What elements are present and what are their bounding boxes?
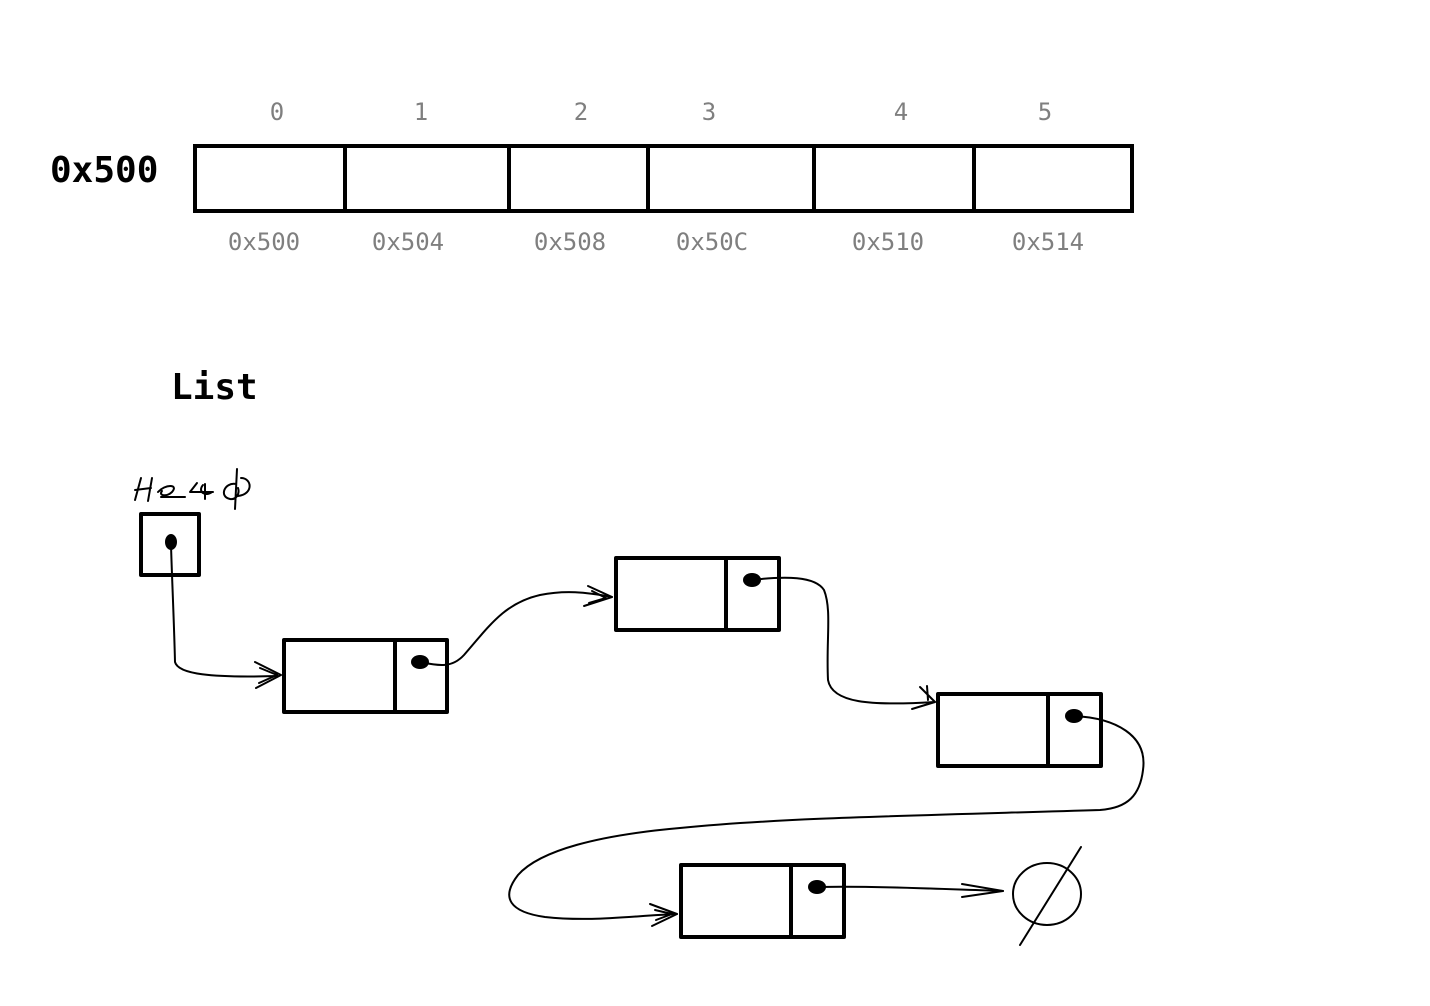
arrow-node-1-to-node-2	[419, 585, 613, 666]
list-node-1	[282, 638, 449, 714]
array-cell-1	[347, 148, 511, 209]
array-cell-0	[197, 148, 347, 209]
array-cell-4	[816, 148, 976, 209]
head-pointer-box	[139, 512, 201, 577]
array-cell-2	[511, 148, 650, 209]
index-label-3: 3	[701, 98, 717, 126]
address-label-4: 0x510	[851, 228, 925, 256]
arrow-node-3-to-node-4	[508, 715, 1145, 927]
list-node-2	[614, 556, 781, 632]
index-label-2: 2	[573, 98, 589, 126]
address-label-3: 0x50C	[675, 228, 749, 256]
address-label-0: 0x500	[227, 228, 301, 256]
index-label-5: 5	[1037, 98, 1053, 126]
index-label-4: 4	[893, 98, 909, 126]
array-cell-3	[650, 148, 816, 209]
arrow-node-2-to-node-3	[751, 576, 936, 710]
index-label-1: 1	[413, 98, 429, 126]
array-base-label: 0x500	[50, 150, 159, 191]
head-pointer-dot	[165, 534, 177, 550]
arrow-node-4-to-null	[816, 883, 1004, 898]
address-label-1: 0x504	[371, 228, 445, 256]
address-label-5: 0x514	[1011, 228, 1085, 256]
list-node-4	[679, 863, 846, 939]
list-title: List	[171, 367, 258, 408]
head-handwritten-label	[134, 468, 251, 510]
array-box	[193, 144, 1134, 213]
arrow-head-to-node-1	[170, 544, 282, 689]
null-icon	[1012, 846, 1082, 946]
address-label-2: 0x508	[533, 228, 607, 256]
index-label-0: 0	[269, 98, 285, 126]
list-node-3	[936, 692, 1103, 768]
